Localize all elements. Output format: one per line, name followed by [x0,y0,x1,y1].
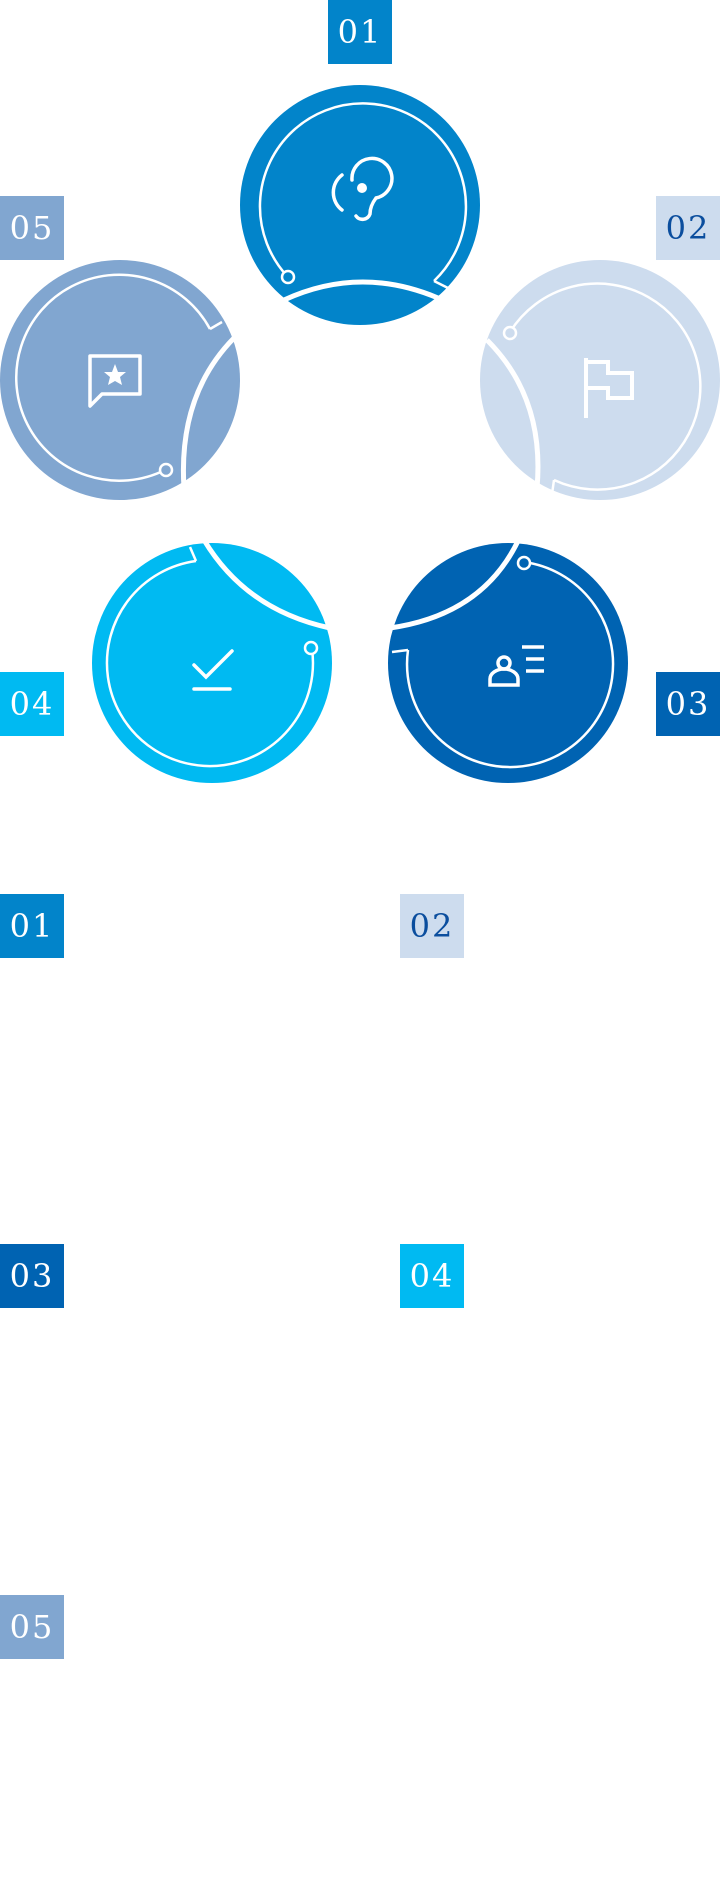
badge-step-5: 05 [0,196,64,260]
cycle-diagram [0,85,720,783]
list-badge-step-4: 04 [400,1244,464,1308]
badge-step-2: 02 [656,196,720,260]
badge-step-4: 04 [0,672,64,736]
list-badge-step-2: 02 [400,894,464,958]
check-icon [192,649,234,691]
step-2-circle [480,260,720,500]
step-5-circle-group [0,260,240,500]
step-2-circle-group [480,260,720,500]
ear-icon [331,156,394,221]
step-1-circle [240,85,480,325]
badge-step-3: 03 [656,672,720,736]
step-3-circle [388,543,628,783]
list-badge-step-5: 05 [0,1595,64,1659]
step-4-circle-group [92,538,332,783]
step-4-circle [92,543,332,783]
list-badge-step-1: 01 [0,894,64,958]
flag-icon [584,358,634,418]
step-1-circle-group [240,85,480,325]
step-1-arc-cut [282,279,439,303]
person-list-icon [488,645,544,687]
list-badge-step-3: 03 [0,1244,64,1308]
step-1-ring [258,102,468,282]
step-3-circle-group [388,539,628,783]
badge-step-1: 01 [328,0,392,64]
chat-star-icon [88,354,142,408]
